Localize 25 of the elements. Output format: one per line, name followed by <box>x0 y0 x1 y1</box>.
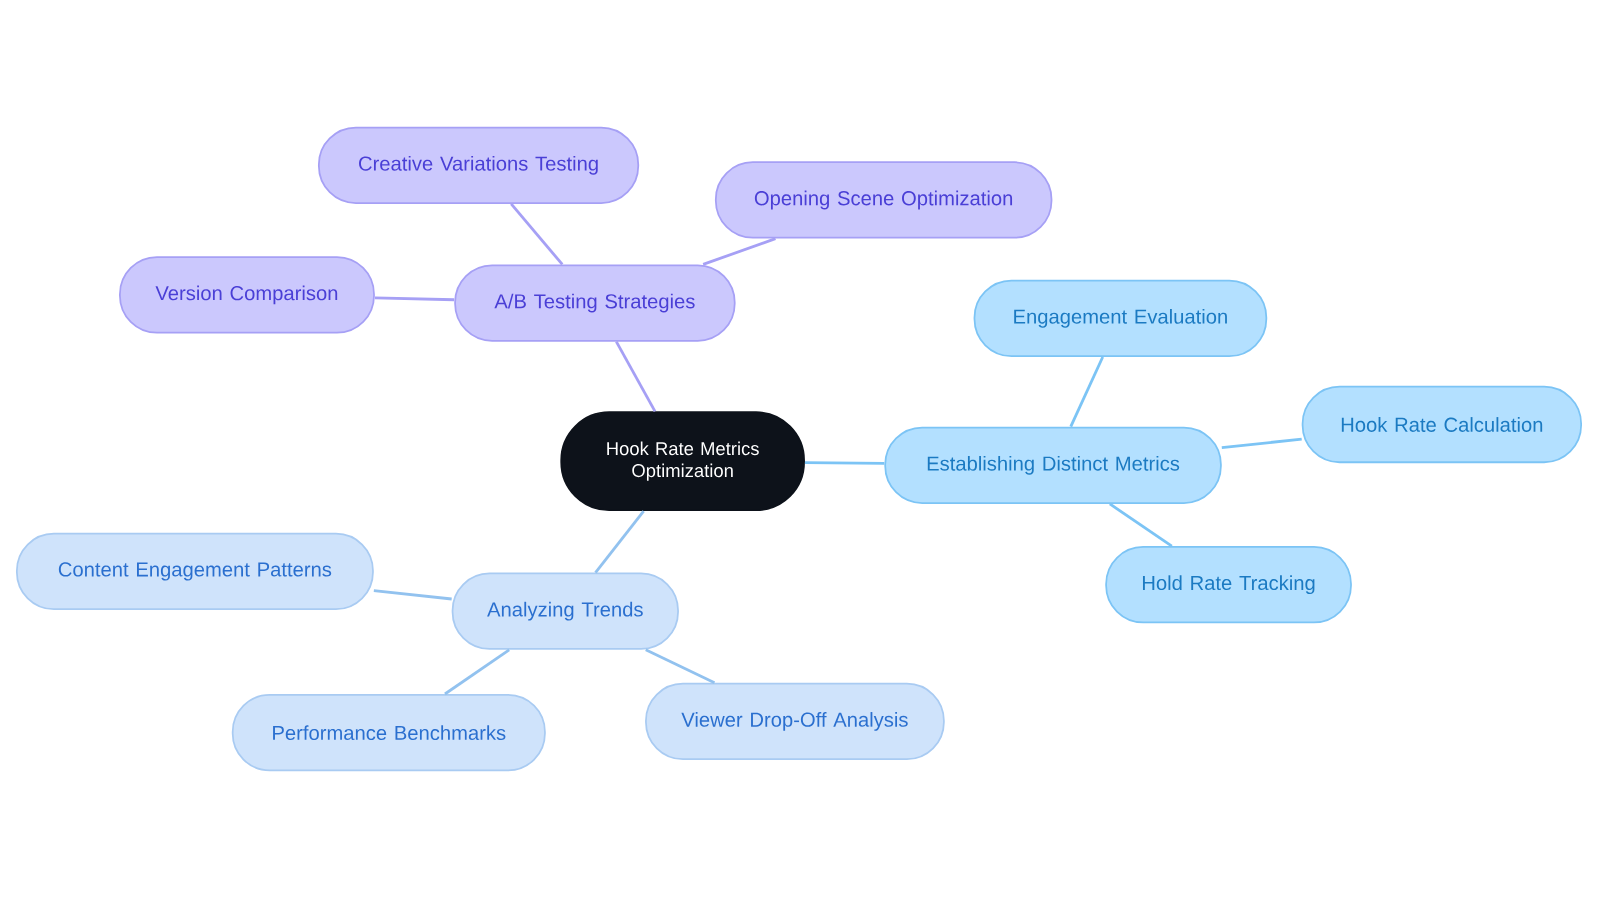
topic-box: Version Comparison <box>119 256 375 334</box>
connector-line <box>645 648 716 685</box>
connector-line <box>594 510 645 574</box>
connector-line <box>373 589 452 601</box>
connector-line <box>804 461 885 465</box>
topic-box: Establishing Distinct Metrics <box>884 426 1222 504</box>
topic-box: Analyzing Trends <box>451 572 679 650</box>
connector-line <box>1221 437 1302 449</box>
topic-box: Viewer Drop-Off Analysis <box>645 682 945 761</box>
topic-box: Content Engagement Patterns <box>15 532 374 611</box>
connector-line <box>374 296 455 302</box>
topic-box: Engagement Evaluation <box>973 279 1268 357</box>
topic-box: Hook Rate Calculation <box>1301 385 1583 464</box>
topic-box: Performance Benchmarks <box>231 694 546 772</box>
connector-line <box>1109 502 1173 548</box>
connector-line <box>1069 356 1104 428</box>
topic-box: Opening Scene Optimization <box>714 161 1053 239</box>
topic-box: Creative Variations Testing <box>317 126 640 204</box>
connector-line <box>702 237 776 266</box>
connector-line <box>615 341 657 413</box>
central-topic-box: Hook Rate Metrics Optimization <box>560 411 805 512</box>
connector-line <box>510 203 564 266</box>
connector-line <box>444 648 510 696</box>
topic-box: Hold Rate Tracking <box>1105 546 1352 624</box>
topic-box: A/B Testing Strategies <box>454 264 736 342</box>
